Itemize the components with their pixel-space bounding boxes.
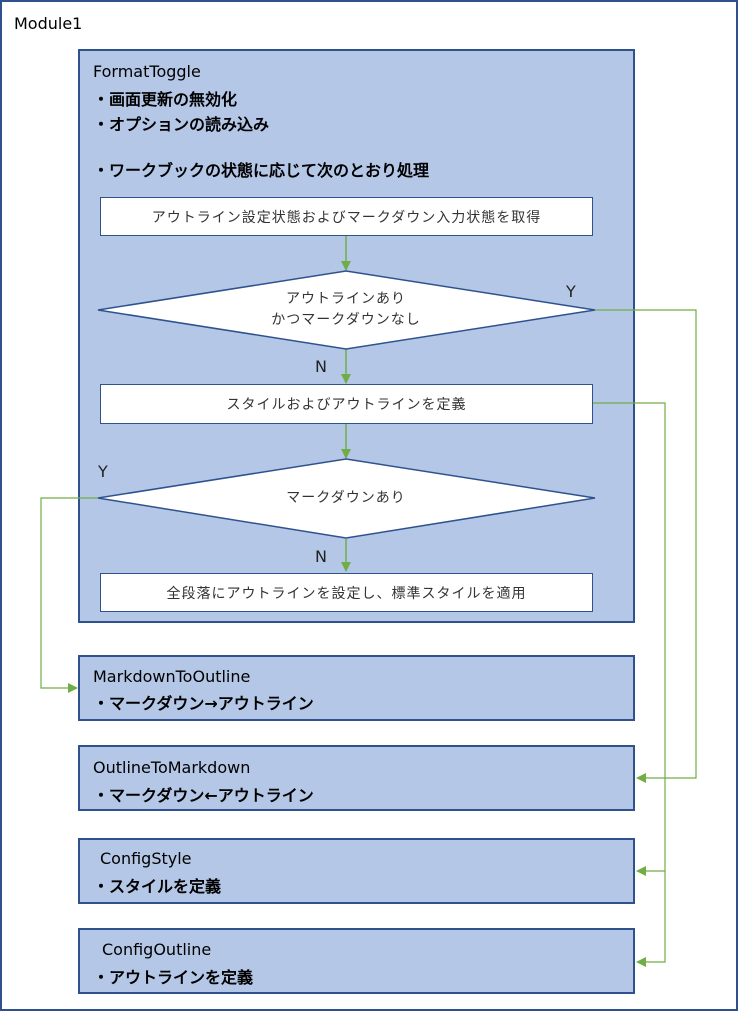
procedure-markdown-to-outline-desc: ・マークダウン→アウトライン: [93, 694, 314, 713]
bullet-screen-update: ・画面更新の無効化: [93, 90, 238, 109]
connector-decision2-yes: [40, 497, 98, 693]
step-get-state: アウトライン設定状態およびマークダウン入力状態を取得: [100, 197, 593, 236]
decision1-diamond: [97, 270, 596, 350]
connector-define-configstyle: [593, 402, 666, 876]
decision1-text-line1: アウトラインあり: [286, 291, 406, 307]
decision1-yes-label: Y: [566, 282, 576, 301]
procedure-config-outline-title: ConfigOutline: [102, 940, 212, 959]
bullet-process-by-state: ・ワークブックの状態に応じて次のとおり処理: [93, 161, 430, 180]
decision2-diamond: [97, 458, 596, 539]
module-title: Module1: [14, 14, 83, 33]
step-define: スタイルおよびアウトラインを定義: [100, 384, 593, 424]
decision2-no-label: N: [315, 547, 327, 566]
format-toggle-title: FormatToggle: [93, 62, 201, 81]
procedure-config-style: [78, 838, 635, 904]
procedure-markdown-to-outline-title: MarkdownToOutline: [93, 667, 251, 686]
decision1-no-label: N: [315, 357, 327, 376]
decision2-text: マークダウンあり: [286, 490, 406, 506]
procedure-config-outline: [78, 928, 635, 994]
connector-decision1-yes: [595, 309, 697, 783]
procedure-config-style-desc: ・スタイルを定義: [93, 877, 222, 896]
procedure-markdown-to-outline: [78, 655, 635, 721]
procedure-config-style-title: ConfigStyle: [100, 849, 192, 868]
bullet-load-options: ・オプションの読み込み: [93, 115, 270, 134]
decision1-text-line2: かつマークダウンなし: [271, 312, 421, 328]
procedure-outline-to-markdown: [78, 745, 635, 811]
procedure-outline-to-markdown-desc: ・マークダウン←アウトライン: [93, 786, 314, 805]
decision2-yes-label: Y: [98, 462, 108, 481]
connector-define-configoutline: [636, 871, 666, 967]
step-apply: 全段落にアウトラインを設定し、標準スタイルを適用: [100, 573, 593, 612]
procedure-outline-to-markdown-title: OutlineToMarkdown: [93, 758, 251, 777]
procedure-config-outline-desc: ・アウトラインを定義: [93, 968, 254, 987]
